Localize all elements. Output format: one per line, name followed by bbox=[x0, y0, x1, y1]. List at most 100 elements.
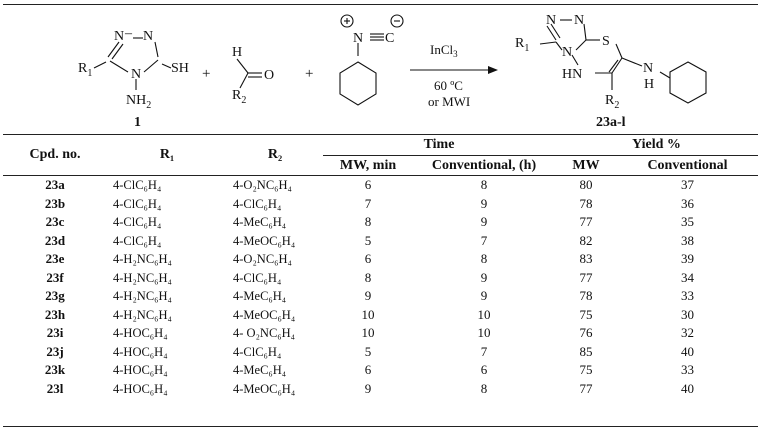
mw-yield-cell: 77 bbox=[579, 269, 593, 285]
isocyanide-carbon: C bbox=[385, 31, 394, 46]
conventional-time-cell: 8 bbox=[480, 380, 488, 396]
header-r1: R₁ bbox=[107, 135, 227, 176]
r1-cell: 4-HOC₆H₄ bbox=[113, 326, 168, 341]
mw-time-cell: 5 bbox=[364, 343, 372, 359]
r2-cell: 4-O₂NC₆H₄ bbox=[233, 252, 292, 267]
header-compound-number: Cpd. no. bbox=[3, 135, 107, 176]
conventional-time-cell: 10 bbox=[477, 306, 491, 322]
conventional-yield-cell: 40 bbox=[681, 343, 694, 359]
header-mw-yield: MW bbox=[555, 155, 617, 176]
mw-time-cell: 5 bbox=[364, 232, 372, 248]
reaction-scheme: N N N – R1 SH NH2 1 + H O R2 + N C InCl3… bbox=[78, 13, 707, 130]
r1-cell: 4-H₂NC₆H₄ bbox=[113, 270, 172, 285]
r2-cell: 4-MeC₆H₄ bbox=[233, 363, 287, 378]
header-r2: R₂ bbox=[227, 135, 323, 176]
r2-cell: 4-MeOC₆H₄ bbox=[233, 381, 296, 396]
isocyanide-nitrogen: N bbox=[353, 31, 363, 46]
header-yield: Yield % bbox=[555, 135, 758, 156]
mw-yield-cell: 78 bbox=[579, 288, 593, 304]
conventional-yield-cell: 33 bbox=[681, 362, 694, 378]
conventional-time-cell: 8 bbox=[480, 251, 488, 267]
header-conventional-h: Conventional, (h) bbox=[413, 155, 555, 176]
conventional-yield-cell: 33 bbox=[681, 288, 694, 304]
conventional-time-cell: 9 bbox=[480, 288, 488, 304]
r1-cell: 4-HOC₆H₄ bbox=[113, 363, 168, 378]
scheme-table-divider bbox=[3, 134, 758, 135]
mw-yield-cell: 78 bbox=[579, 195, 593, 211]
r1-cell: 4-H₂NC₆H₄ bbox=[113, 252, 172, 267]
scheme-n1: N bbox=[114, 29, 124, 44]
scheme-n4: N bbox=[131, 67, 141, 82]
header-conventional-yield: Conventional bbox=[617, 155, 758, 176]
compound-number-cell: 23i bbox=[46, 325, 64, 341]
r2-cell: 4-MeOC₆H₄ bbox=[233, 233, 296, 248]
mw-yield-cell: 76 bbox=[579, 325, 593, 341]
bottom-rule bbox=[3, 426, 758, 427]
product-r2: R2 bbox=[605, 93, 619, 111]
mw-time-cell: 6 bbox=[364, 362, 372, 378]
reagent1-thiol: SH bbox=[171, 61, 189, 76]
conventional-time-cell: 10 bbox=[477, 325, 491, 341]
mw-yield-cell: 82 bbox=[579, 232, 593, 248]
product-label: 23a-l bbox=[596, 115, 626, 130]
compound-number-cell: 23k bbox=[44, 362, 66, 378]
mw-yield-cell: 77 bbox=[579, 214, 593, 230]
conventional-time-cell: 7 bbox=[480, 343, 488, 359]
compound-number-cell: 23l bbox=[46, 380, 64, 396]
header-time: Time bbox=[323, 135, 555, 156]
compound-number-cell: 23h bbox=[44, 306, 66, 322]
r1-cell: 4-HOC₆H₄ bbox=[113, 381, 168, 396]
conventional-yield-cell: 35 bbox=[681, 214, 694, 230]
compound-number-cell: 23f bbox=[46, 269, 64, 285]
r2-cell: 4-ClC₆H₄ bbox=[233, 196, 282, 211]
mw-time-cell: 7 bbox=[364, 195, 372, 211]
condition-temperature: 60 ºC bbox=[434, 78, 463, 93]
compound-number-cell: 23c bbox=[45, 214, 65, 230]
reagent1-amine: NH2 bbox=[126, 93, 151, 111]
product-amine-n: N bbox=[643, 61, 653, 76]
mw-time-cell: 9 bbox=[364, 380, 372, 396]
mw-time-cell: 10 bbox=[361, 325, 375, 341]
condition-catalyst: InCl3 bbox=[430, 42, 458, 59]
r2-cell: 4-O₂NC₆H₄ bbox=[233, 178, 292, 193]
mw-yield-cell: 77 bbox=[579, 380, 593, 396]
conventional-time-cell: 9 bbox=[480, 195, 488, 211]
product-n3: N bbox=[562, 45, 572, 60]
conventional-time-cell: 9 bbox=[480, 269, 488, 285]
r2-cell: 4-ClC₆H₄ bbox=[233, 270, 282, 285]
conventional-yield-cell: 32 bbox=[681, 325, 694, 341]
conventional-yield-cell: 36 bbox=[681, 195, 694, 211]
r1-cell: 4-H₂NC₆H₄ bbox=[113, 307, 172, 322]
compound-number-cell: 23g bbox=[45, 288, 65, 304]
r2-cell: 4-ClC₆H₄ bbox=[233, 344, 282, 359]
conventional-yield-cell: 30 bbox=[681, 306, 694, 322]
top-rule bbox=[3, 4, 758, 5]
aldehyde-oxygen: O bbox=[264, 68, 274, 83]
mw-yield-cell: 80 bbox=[579, 177, 593, 193]
product-sulfur: S bbox=[602, 34, 610, 49]
r1-cell: 4-HOC₆H₄ bbox=[113, 344, 168, 359]
mw-yield-cell: 83 bbox=[579, 251, 593, 267]
conventional-time-cell: 9 bbox=[480, 214, 488, 230]
mw-time-cell: 9 bbox=[364, 288, 372, 304]
mw-yield-cell: 75 bbox=[579, 362, 593, 378]
condition-microwave: or MWI bbox=[428, 94, 470, 109]
r2-cell: 4-MeOC₆H₄ bbox=[233, 307, 296, 322]
conventional-yield-cell: 37 bbox=[681, 177, 694, 193]
r1-cell: 4-ClC₆H₄ bbox=[113, 215, 162, 230]
scheme-n2: N bbox=[143, 29, 153, 44]
r1-cell: 4-ClC₆H₄ bbox=[113, 196, 162, 211]
conventional-yield-cell: 34 bbox=[681, 269, 694, 285]
product-n1: N bbox=[546, 13, 556, 28]
aldehyde-substituent: R2 bbox=[232, 88, 246, 106]
mw-time-cell: 8 bbox=[364, 214, 372, 230]
